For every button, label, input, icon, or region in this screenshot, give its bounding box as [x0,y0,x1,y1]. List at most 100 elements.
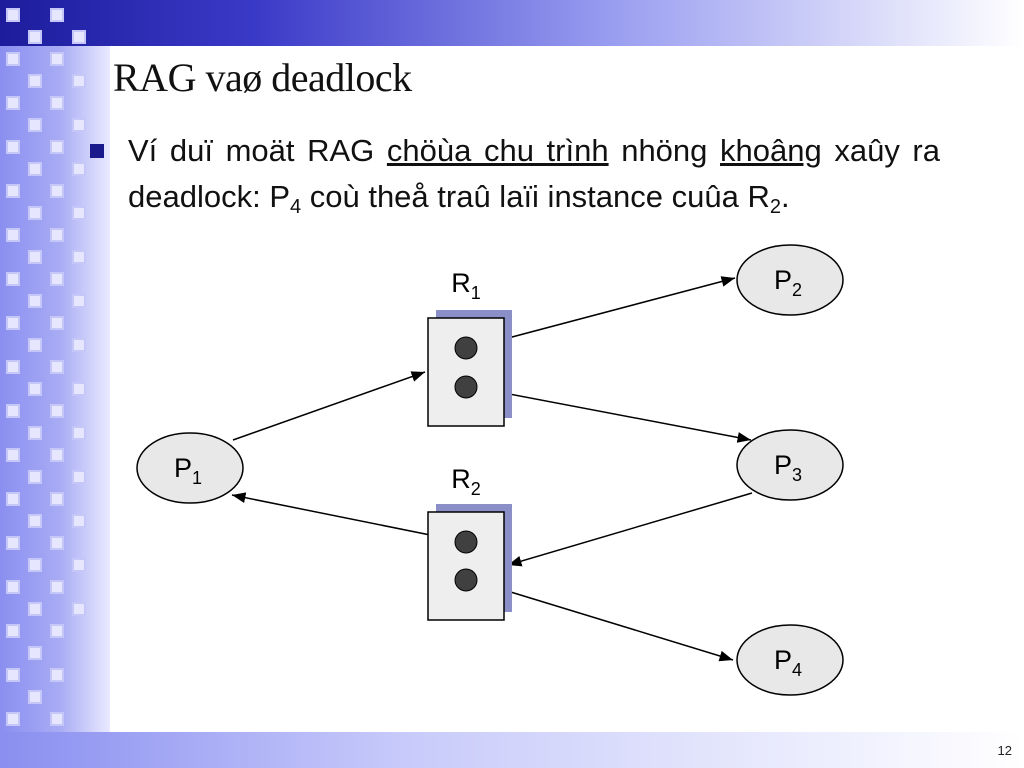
decorative-square [28,602,42,616]
decorative-square [6,272,20,286]
decorative-square [72,74,86,88]
p2-label: P2 [774,265,802,300]
decorative-square [72,426,86,440]
decorative-square [72,382,86,396]
label-subscript: 1 [471,283,481,303]
decorative-square [28,558,42,572]
bullet-text: Ví duï moät RAG chöùa chu trình nhöng kh… [128,128,940,220]
decorative-square [28,30,42,44]
bullet-segment: chöùa chu trình [386,133,609,168]
decorative-square [6,184,20,198]
label-subscript: 4 [792,660,802,680]
decorative-square [28,118,42,132]
process-ellipse [736,244,844,316]
edge-r2-p4 [477,581,734,662]
decorative-square [28,426,42,440]
decorative-square [72,338,86,352]
label-base: R [451,268,471,298]
decorative-square [72,162,86,176]
label-subscript: 3 [792,465,802,485]
decorative-square [50,492,64,506]
process-node-p4: P4 [736,624,844,696]
edge-r2-p1 [231,492,456,541]
decorative-square [72,30,86,44]
decorative-square [50,228,64,242]
decorative-square [6,492,20,506]
resource-box [427,511,505,621]
decorative-square [72,206,86,220]
decorative-square [50,8,64,22]
decorative-square [6,580,20,594]
process-ellipse [736,429,844,501]
decorative-square [72,294,86,308]
decorative-square [50,624,64,638]
decorative-square [50,140,64,154]
bullet-segment: xaûy ra deadlock: P [128,133,940,214]
bullet-segment: nhöng [608,133,721,168]
resource-instance-dot [454,375,478,399]
decorative-square [6,228,20,242]
decorative-square [50,52,64,66]
decorative-square [6,8,20,22]
bullet-item: Ví duï moät RAG chöùa chu trình nhöng kh… [90,128,940,220]
decorative-square [28,250,42,264]
decorative-square [6,712,20,726]
decorative-square [50,448,64,462]
decorative-square [50,712,64,726]
decorative-square [28,646,42,660]
bullet-subscript: 2 [769,196,781,218]
label-base: R [451,464,471,494]
bullet-segment: coù theå traû laïi instance cuûa R [301,179,770,214]
r2-label: R2 [451,464,481,499]
process-ellipse [136,432,244,504]
process-node-p3: P3 [736,429,844,501]
decorative-square [6,96,20,110]
process-node-p2: P2 [736,244,844,316]
bullet-segment: Ví duï moät RAG [128,133,387,168]
resource-instance-dot [454,568,478,592]
label-base: P [174,453,192,483]
p4-label: P4 [774,645,802,680]
decorative-square [6,316,20,330]
decorative-square [28,690,42,704]
decorative-square [28,338,42,352]
bullet-segment: khoâng [720,133,822,168]
decorative-square [50,272,64,286]
decorative-square [50,316,64,330]
decorative-square [6,360,20,374]
decorative-square [72,470,86,484]
decorative-square [28,382,42,396]
decorative-square [72,602,86,616]
resource-box [427,317,505,427]
label-subscript: 1 [192,468,202,488]
edge-p1-r1 [232,371,426,441]
decorative-square [72,250,86,264]
p3-label: P3 [774,450,802,485]
decorative-square [6,404,20,418]
decorative-square [6,668,20,682]
label-base: P [774,265,792,295]
decorative-square [50,404,64,418]
decorative-square [72,558,86,572]
p1-label: P1 [174,453,202,488]
edge-r1-p2 [477,276,736,347]
decorative-square [6,140,20,154]
process-node-p1: P1 [136,432,244,504]
bullet-segment: . [780,179,790,214]
decorative-square [50,96,64,110]
bullet-square-icon [90,144,104,158]
slide-title: RAG vaø deadlock [113,55,412,100]
decorative-square [50,184,64,198]
edge-p3-r2 [507,492,753,567]
decorative-square [50,536,64,550]
process-ellipse [736,624,844,696]
resource-instance-dot [454,530,478,554]
decorative-square [50,580,64,594]
decorative-square [28,206,42,220]
label-base: P [774,645,792,675]
decorative-bottom-band [0,732,1024,768]
decorative-left-strip [0,0,110,768]
decorative-square [6,448,20,462]
decorative-square [72,118,86,132]
